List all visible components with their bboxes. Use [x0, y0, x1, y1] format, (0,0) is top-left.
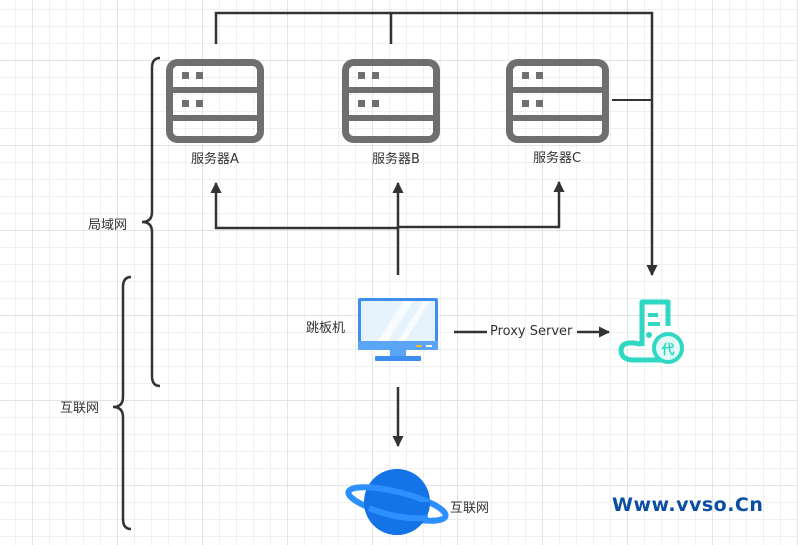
jump-to-server-a	[210, 181, 398, 230]
jump-to-server-c	[398, 180, 565, 229]
server-b-icon[interactable]	[342, 59, 440, 143]
server-a-label: 服务器A	[191, 152, 239, 167]
top-connector	[214, 11, 658, 277]
internet-brace	[112, 275, 132, 531]
proxy-server-label: Proxy Server	[490, 324, 573, 339]
server-c-label: 服务器C	[533, 151, 582, 166]
server-a-icon[interactable]	[166, 59, 264, 143]
proxy-server-icon[interactable]	[618, 299, 684, 364]
monitor-icon[interactable]	[358, 298, 438, 361]
lan-brace	[141, 56, 161, 388]
proxy-icon-glyph: 代	[660, 342, 674, 358]
internet-group-label: 互联网	[60, 401, 100, 416]
planet-icon[interactable]	[345, 469, 449, 535]
watermark: Www.vvso.Cn	[612, 494, 764, 516]
lan-group-label: 局域网	[88, 218, 128, 233]
internet-node-label: 互联网	[450, 501, 490, 516]
server-b-label: 服务器B	[372, 152, 420, 167]
jump-host-label: 跳板机	[306, 321, 346, 336]
server-c-icon[interactable]	[506, 59, 609, 143]
